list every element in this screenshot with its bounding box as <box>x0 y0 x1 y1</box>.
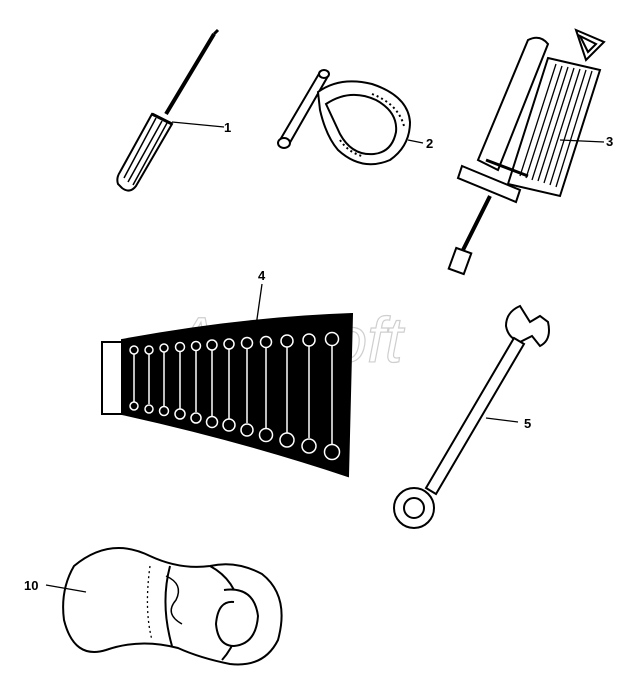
tool-roll-bag-illustration <box>45 547 283 666</box>
wrench-set-roll-illustration <box>101 283 354 478</box>
callout-10: 10 <box>24 578 38 593</box>
callout-5: 5 <box>524 416 531 431</box>
callout-4: 4 <box>258 268 266 283</box>
callout-2: 2 <box>426 136 433 151</box>
callout-3: 3 <box>606 134 613 149</box>
callout-1: 1 <box>224 120 231 135</box>
grease-gun-illustration <box>447 28 606 276</box>
strap-wrench-illustration <box>277 69 424 166</box>
combination-wrench-illustration <box>393 304 550 529</box>
screwdriver-illustration <box>116 28 225 192</box>
